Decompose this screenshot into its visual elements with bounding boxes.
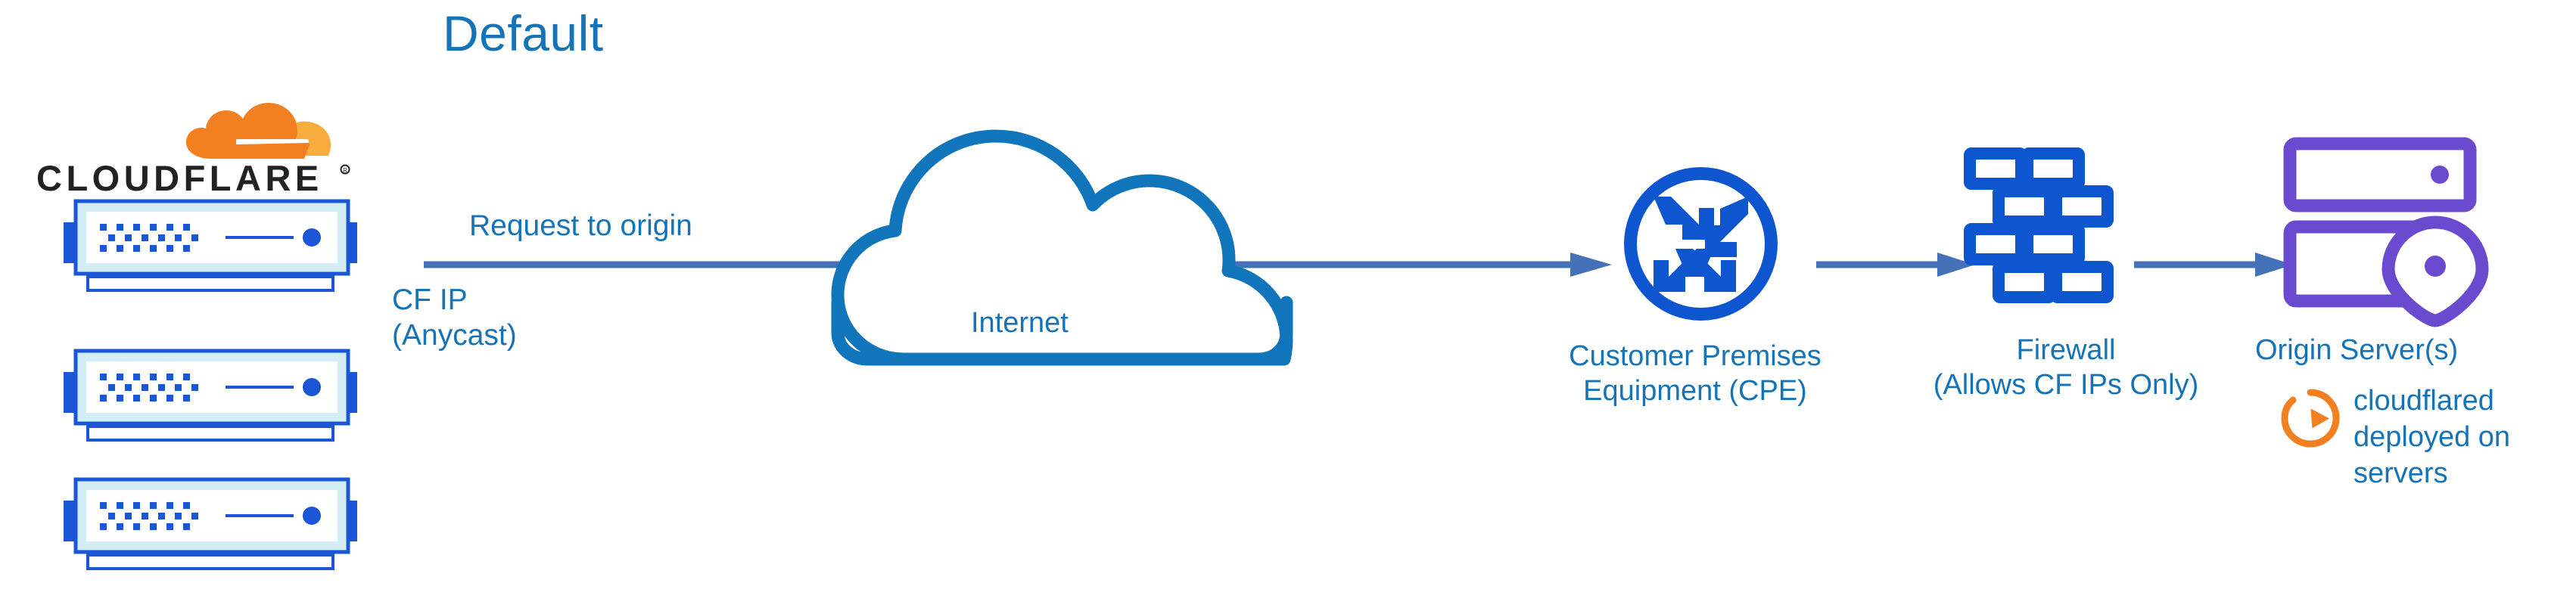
cloudflare-server-unit	[36, 348, 357, 443]
sync-circular-arrow-icon	[2278, 386, 2343, 451]
cloudflared-line-1: cloudflared	[2354, 385, 2494, 417]
svg-text:CLOUDFLARE: CLOUDFLARE	[36, 158, 323, 198]
internet-label: Internet	[971, 307, 1069, 339]
cloudflare-cloud-icon	[183, 103, 334, 162]
server-led-grid	[100, 224, 198, 252]
brick-wall-icon	[1964, 147, 2115, 305]
cf-ip-label: CF IP (Anycast)	[392, 282, 517, 353]
cf-ip-line-1: CF IP	[392, 284, 468, 316]
cloudflared-line-2: deployed on	[2354, 421, 2511, 453]
firewall-label: Firewall (Allows CF IPs Only)	[1884, 333, 2248, 402]
cloudflared-text: cloudflared deployed on servers	[2354, 383, 2573, 492]
server-led-grid	[100, 502, 198, 530]
cloudflared-annotation: cloudflared deployed on servers	[2278, 378, 2573, 537]
page-title: Default	[443, 5, 604, 61]
arrow-firewall-to-origin	[2134, 250, 2293, 280]
svg-text:R: R	[343, 167, 347, 174]
cf-ip-line-2: (Anycast)	[392, 319, 517, 352]
server-rack-pin-icon	[2283, 137, 2497, 327]
firewall-label-line-1: Firewall	[2016, 334, 2116, 366]
cpe-label: Customer Premises Equipment (CPE)	[1521, 339, 1869, 408]
arrow-cpe-to-firewall	[1816, 250, 1975, 280]
cloudflare-server-unit	[36, 476, 357, 572]
cloudflare-logo: CLOUDFLARE R	[36, 103, 354, 200]
router-icon	[1619, 163, 1782, 325]
server-led-grid	[100, 374, 198, 402]
origin-server-label: Origin Server(s)	[2255, 334, 2459, 366]
request-to-origin-label: Request to origin	[469, 209, 692, 242]
cloud-icon	[829, 106, 1298, 366]
cloudflared-line-3: servers	[2354, 457, 2448, 489]
cloudflare-wordmark: CLOUDFLARE R	[36, 158, 354, 200]
cloudflare-server-unit	[36, 198, 357, 293]
cpe-label-line-1: Customer Premises	[1569, 340, 1822, 372]
cpe-label-line-2: Equipment (CPE)	[1583, 375, 1807, 407]
firewall-label-line-2: (Allows CF IPs Only)	[1933, 369, 2199, 401]
